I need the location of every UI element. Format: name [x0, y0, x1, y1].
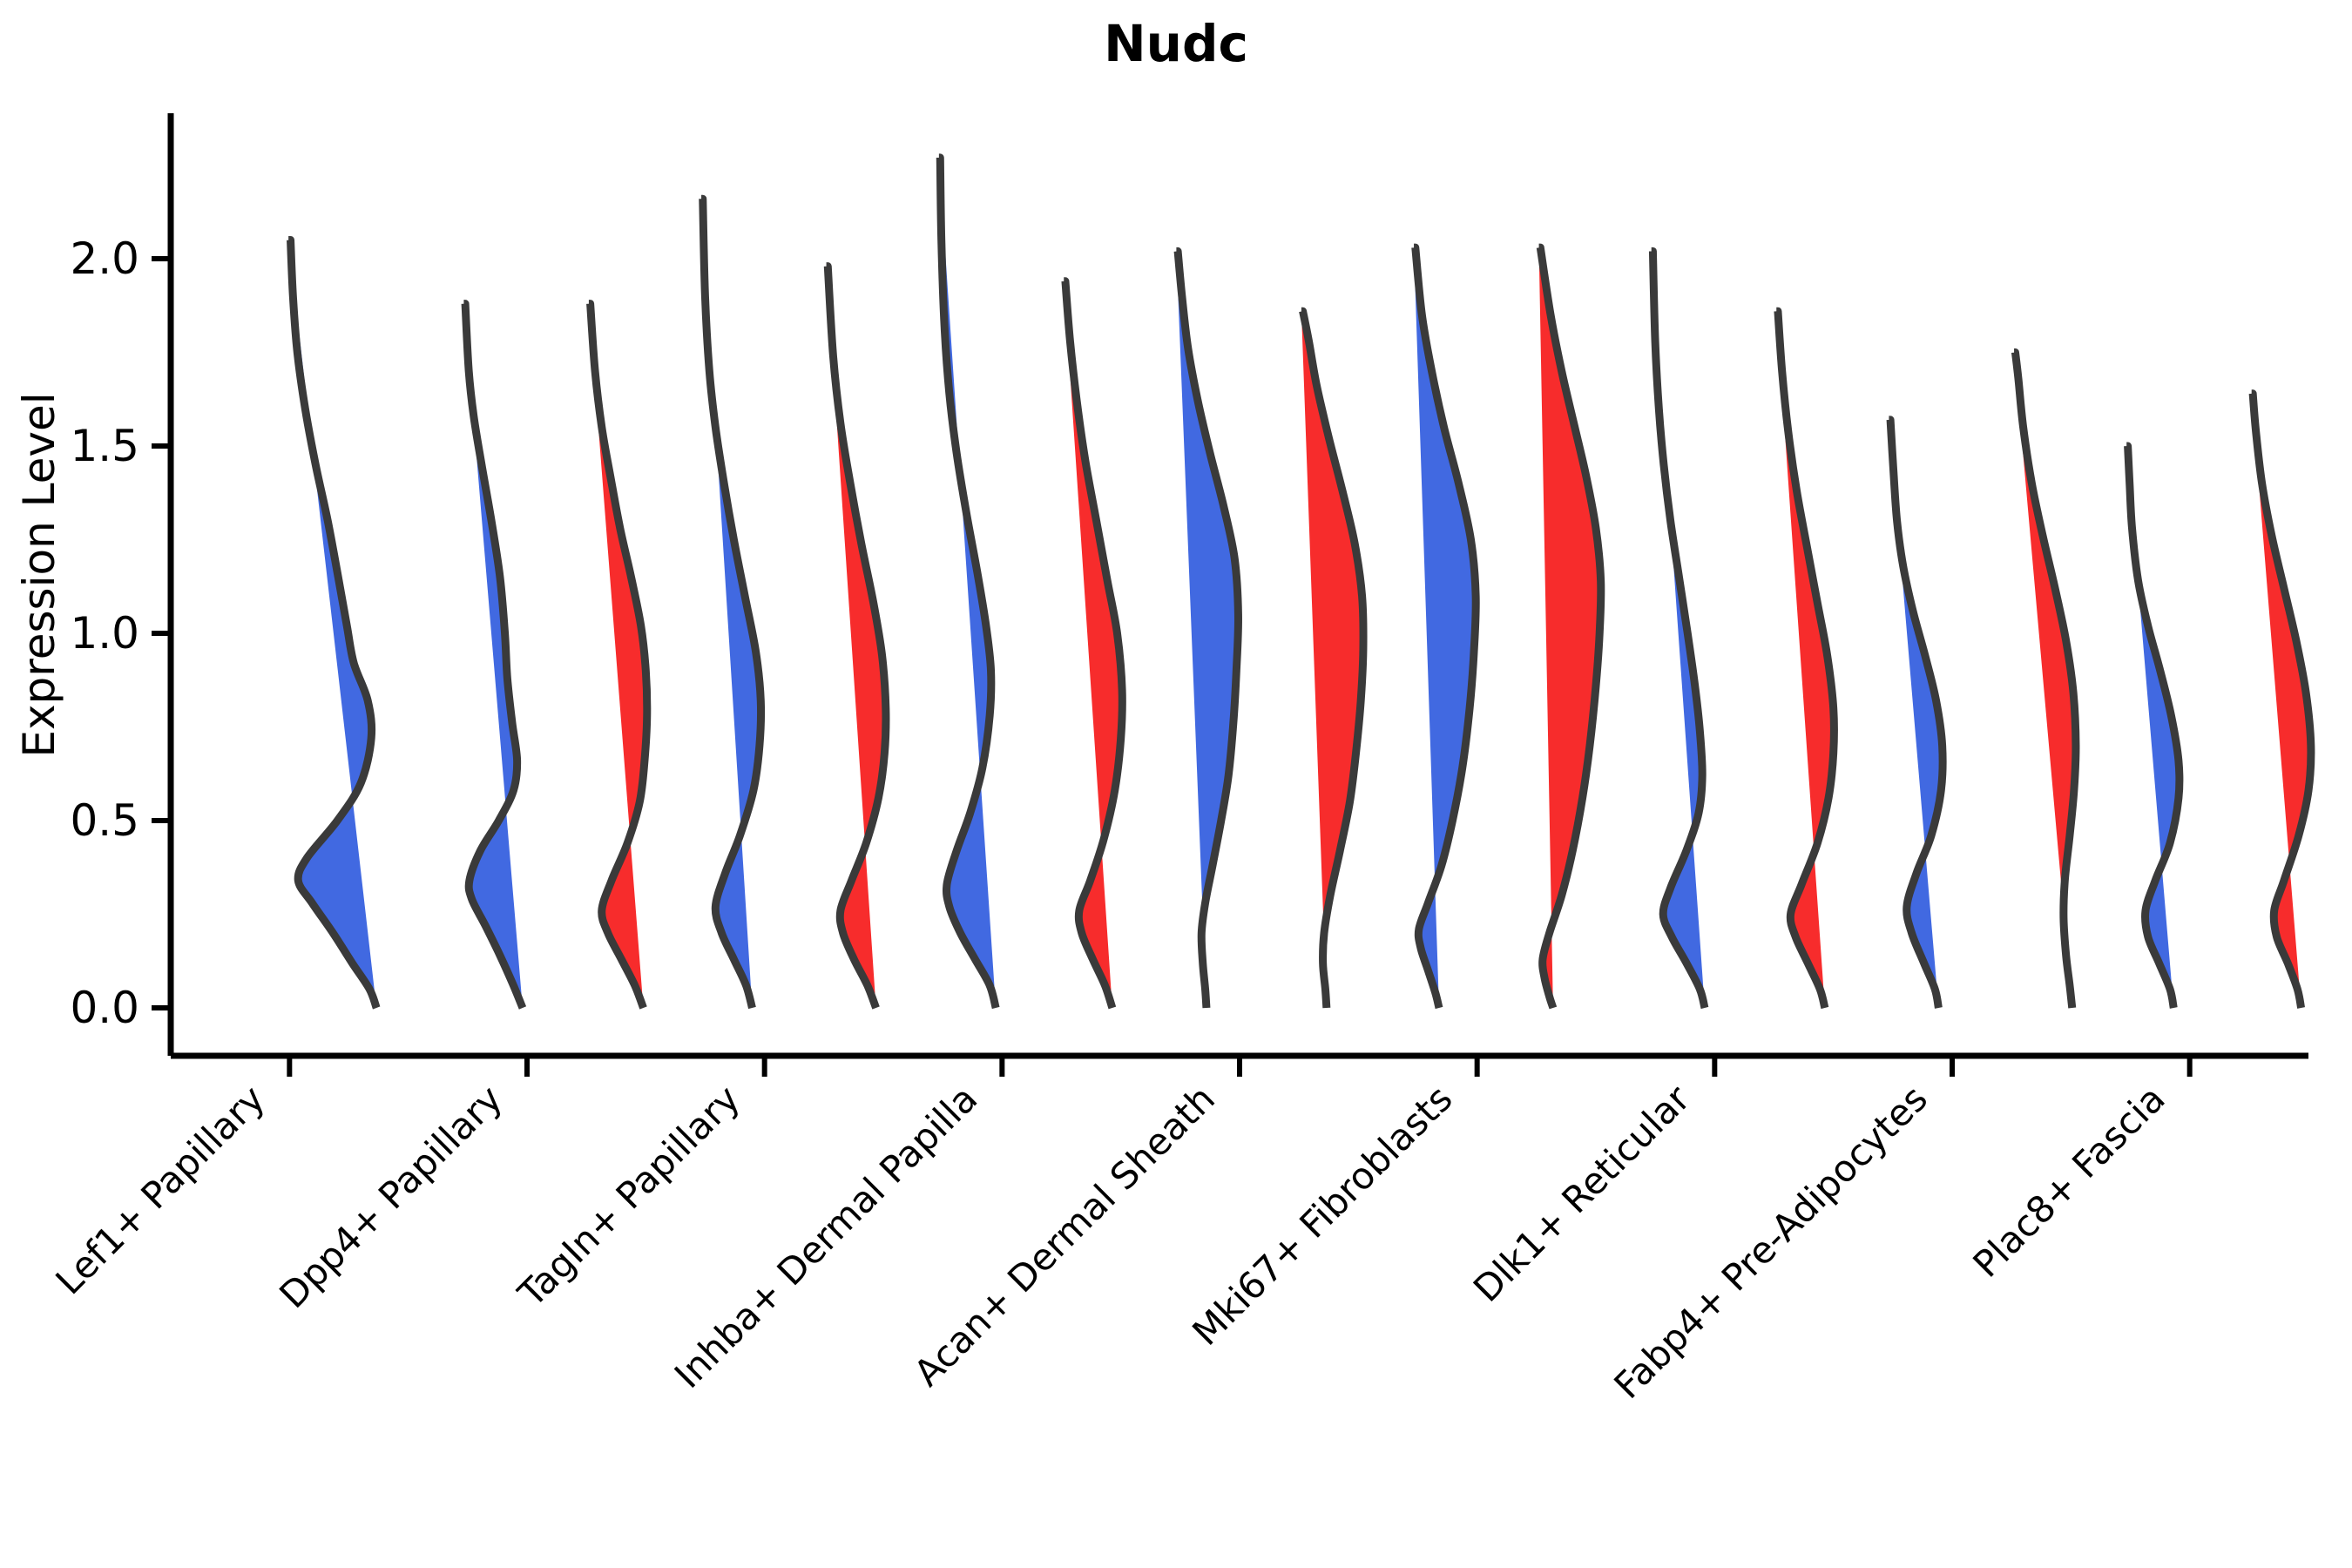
violin-shape[interactable]: [461, 300, 527, 1010]
x-tick-label: Plac8+ Fascia: [1964, 1077, 2173, 1285]
y-axis: 0.0 0.5 1.0 1.5 2.0 Expression Level: [14, 113, 174, 1056]
violin-group: [936, 153, 1126, 1010]
violin-group: [699, 194, 890, 1010]
x-tick-label: Lef1+ Papillary: [47, 1077, 273, 1302]
violin-shape[interactable]: [1173, 247, 1242, 1009]
page-title: Nudc: [1104, 14, 1248, 73]
y-tick-label: 1.0: [70, 608, 139, 659]
violin-group: [1648, 247, 1838, 1010]
violin-group: [461, 300, 652, 1010]
y-tick-label: 0.0: [70, 983, 139, 1033]
y-tick-label: 2.0: [70, 233, 139, 284]
violin-shape[interactable]: [1411, 243, 1480, 1010]
y-tick-label: 1.5: [70, 421, 139, 471]
violin-group: [2124, 389, 2315, 1009]
violin-shape[interactable]: [2248, 389, 2315, 1009]
violin-shape[interactable]: [1061, 277, 1126, 1010]
x-tick-label: Dlk1+ Reticular: [1465, 1077, 1699, 1310]
violin-shape[interactable]: [287, 236, 381, 1010]
violin-shape[interactable]: [823, 262, 890, 1010]
violin-shape[interactable]: [1774, 307, 1838, 1010]
y-tick-label: 0.5: [70, 795, 139, 846]
violin-series-layer: [287, 153, 2315, 1010]
x-tick-label: TagIn+ Papillary: [510, 1077, 748, 1315]
x-tick-label: Dpp4+ Papillary: [271, 1077, 510, 1316]
violin-shape[interactable]: [2011, 348, 2080, 1009]
y-axis-label: Expression Level: [14, 392, 64, 757]
violin-shape[interactable]: [2124, 442, 2184, 1009]
violin-group: [1173, 247, 1368, 1009]
x-tick-label: Mki67+ Fibroblasts: [1184, 1077, 1460, 1353]
violin-shape[interactable]: [699, 194, 766, 1010]
x-tick-group: [287, 1056, 2193, 1077]
violin-shape[interactable]: [586, 300, 652, 1010]
violin-group: [1411, 243, 1605, 1010]
violin-group: [287, 236, 381, 1010]
violin-shape[interactable]: [1648, 247, 1709, 1010]
violin-shape[interactable]: [1886, 416, 1947, 1009]
violin-shape[interactable]: [1299, 307, 1368, 1009]
y-tick-group: 0.0 0.5 1.0 1.5 2.0: [70, 233, 171, 1033]
violin-group: [1886, 348, 2080, 1009]
violin-shape[interactable]: [936, 153, 1000, 1010]
violin-shape[interactable]: [1536, 243, 1605, 1010]
